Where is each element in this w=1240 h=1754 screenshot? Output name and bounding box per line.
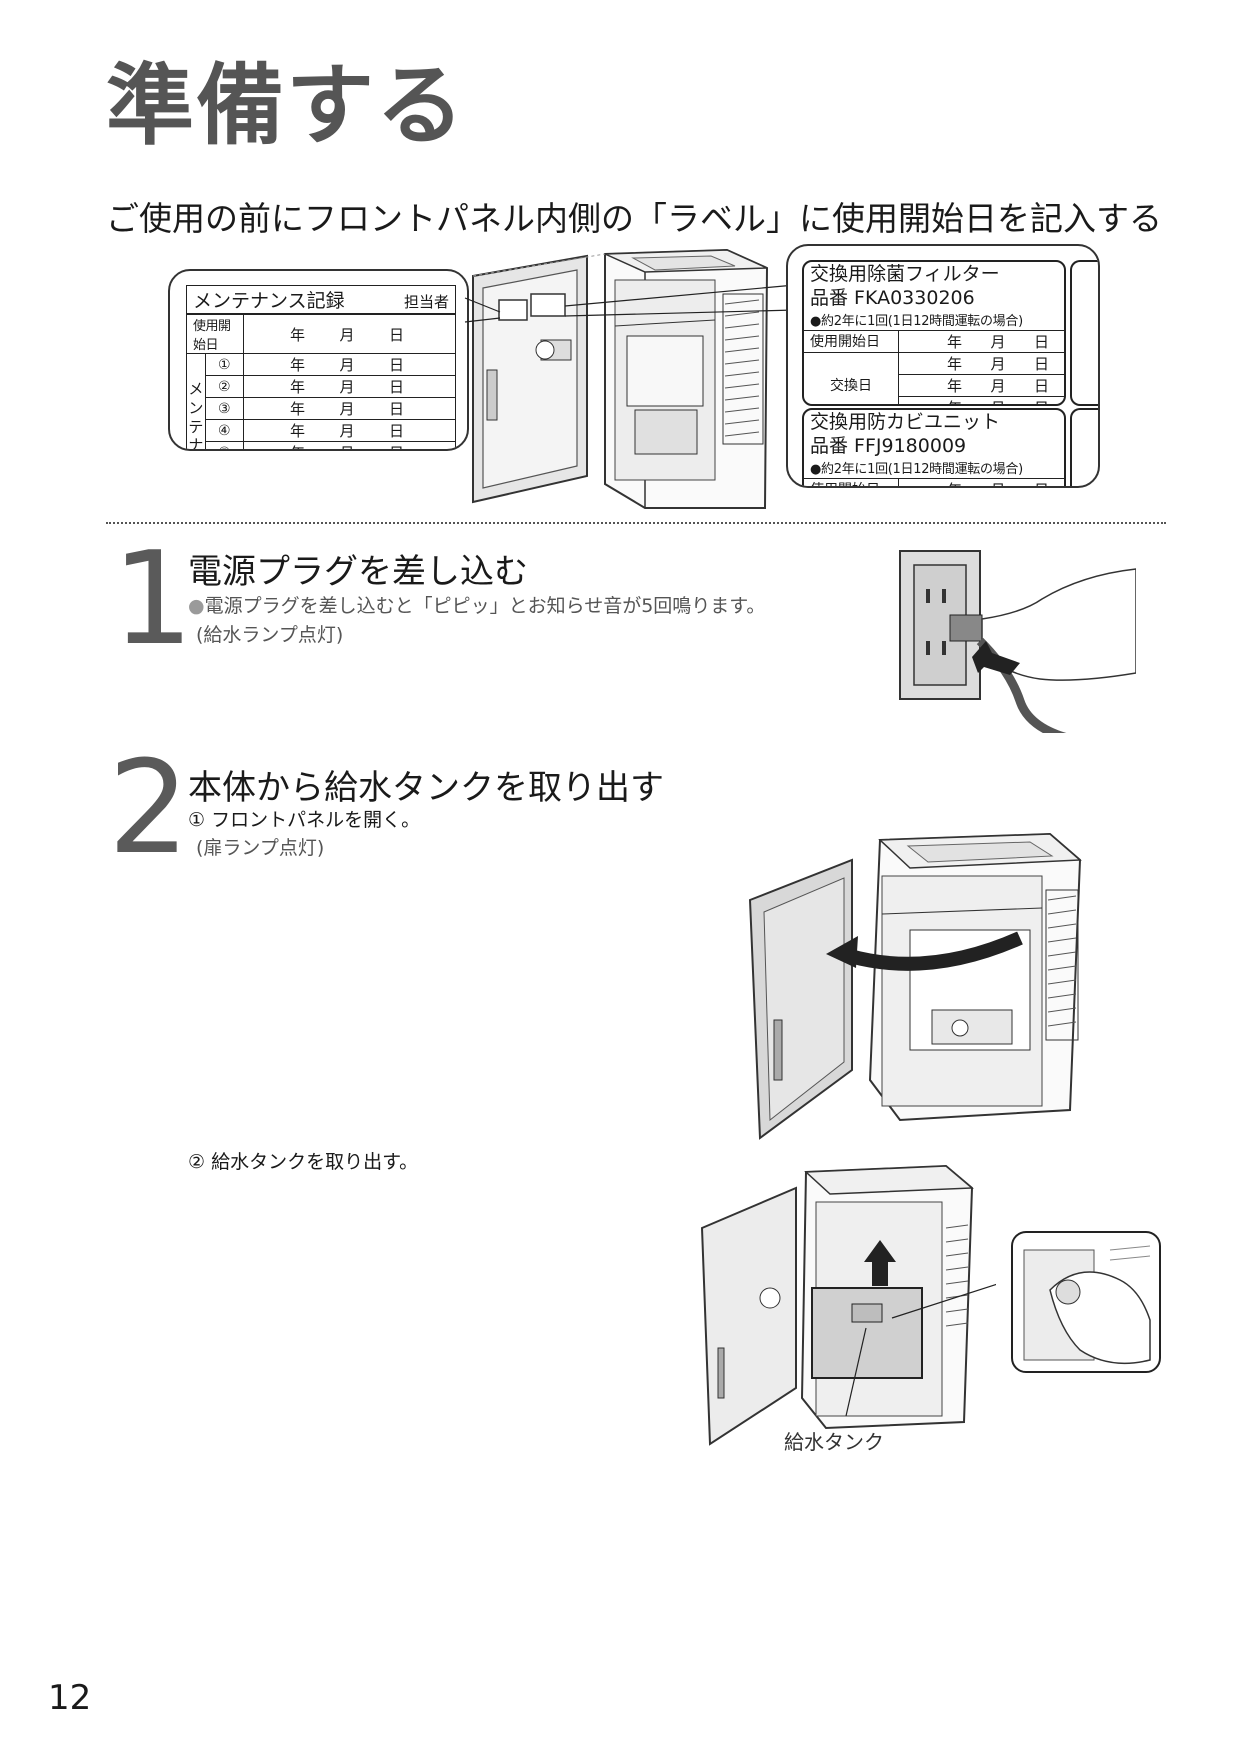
maintenance-side-label: メンテナ: [186, 353, 206, 451]
filter-1-name: 交換用除菌フィルター: [810, 263, 1000, 285]
water-tank-caption: 給水タンク: [784, 1430, 884, 1454]
filter-1-replace-label: 交換日: [804, 351, 899, 404]
unit-open-door-illustration: [472, 248, 769, 509]
maintenance-row-number: ④: [204, 419, 245, 442]
maintenance-row-number: ①: [204, 353, 245, 376]
maintenance-title: メンテナンス記録: [193, 290, 345, 312]
start-date-label: 使用開始日: [186, 313, 244, 354]
maintenance-row-number: ②: [204, 375, 245, 398]
page-number: 12: [48, 1678, 92, 1718]
door-label-right: [530, 293, 566, 317]
page-title: 準備する: [106, 54, 467, 157]
filter-2-note: ●約2年に1回(1日12時間運転の場合): [810, 461, 1023, 477]
filter-label-2: 交換用防カビユニット 品番 FFJ9180009 ●約2年に1回(1日12時間運…: [802, 408, 1066, 486]
maintenance-side-char: テ: [188, 417, 204, 436]
maintenance-side-char: メ: [188, 380, 204, 398]
step-2-title: 本体から給水タンクを取り出す: [188, 768, 664, 808]
door-label-left: [498, 299, 528, 321]
step-1-note-sub: (給水ランプ点灯): [196, 624, 344, 647]
filter-1-part-number: 品番 FKA0330206: [810, 286, 975, 309]
step-1-number: 1: [112, 525, 194, 674]
maintenance-side-char: ン: [188, 398, 204, 417]
bullet-icon: ●: [188, 595, 205, 617]
filter-2-name: 交換用防カビユニット: [810, 411, 1001, 433]
power-plug-illustration: [899, 550, 1136, 733]
open-front-panel-illustration: [748, 832, 1082, 1140]
step-1-title: 電源プラグを差し込む: [188, 552, 528, 592]
hand-closeup-inset: [1011, 1231, 1161, 1373]
filter-1-start-label: 使用開始日: [804, 329, 899, 353]
maintenance-row-number: ⑤: [204, 441, 245, 449]
section-divider: [106, 522, 1166, 524]
maintenance-side-char: ナ: [188, 436, 204, 451]
section-heading: ご使用の前にフロントパネル内側の「ラベル」に使用開始日を記入する: [106, 199, 1162, 238]
filter-2-start-label: 使用開始日: [804, 477, 899, 486]
filter-1-note: ●約2年に1回(1日12時間運転の場合): [810, 313, 1023, 329]
step-2-sub1: ① フロントパネルを開く。: [188, 809, 421, 831]
callout-leader-lines: [464, 284, 796, 323]
step-1-note: ●電源プラグを差し込むと「ピピッ」とお知らせ音が5回鳴ります。 (給水ランプ点灯…: [188, 595, 766, 647]
filter-labels-callout: 交換用除菌フィルター 品番 FKA0330206 ●約2年に1回(1日12時間運…: [786, 244, 1100, 488]
step-2-number: 2: [108, 734, 190, 883]
filter-label-1: 交換用除菌フィルター 品番 FKA0330206 ●約2年に1回(1日12時間運…: [802, 260, 1066, 406]
step-2-sub2: ② 給水タンクを取り出す。: [188, 1151, 419, 1173]
person-in-charge-label: 担当者: [403, 293, 449, 311]
maintenance-label-callout: メンテナンス記録 担当者 使用開始日 年 月 日 メンテナ ① 年: [168, 269, 469, 451]
adjacent-label-edge: [1070, 408, 1098, 486]
step-2-sub1-note: (扉ランプ点灯): [196, 837, 325, 859]
adjacent-label-edge: [1070, 260, 1098, 406]
filter-2-part-number: 品番 FFJ9180009: [810, 434, 967, 457]
remove-water-tank-illustration: [700, 1164, 996, 1446]
maintenance-record-table: メンテナンス記録 担当者 使用開始日 年 月 日 メンテナ ① 年: [186, 285, 456, 451]
maintenance-row-number: ③: [204, 397, 245, 420]
